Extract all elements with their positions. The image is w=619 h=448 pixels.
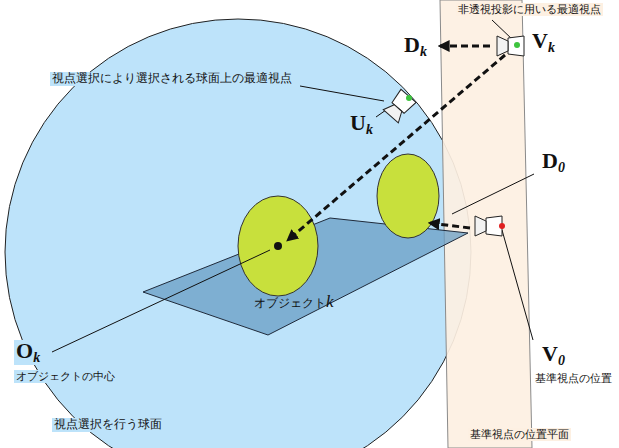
note-label: 基準視点の位置平面: [468, 428, 571, 441]
viewpoint-dot: [406, 95, 412, 101]
note-label: オブジェクトの中心: [14, 370, 117, 383]
symbol-label: Uk: [348, 112, 375, 137]
center-dot: [274, 242, 282, 250]
viewpoint-dot: [499, 223, 505, 229]
viewpoint-dot: [514, 42, 520, 48]
object-label: オブジェクトk: [252, 292, 336, 312]
reference-plane: [440, 0, 532, 448]
note-label: 視点選択を行う球面: [52, 418, 164, 432]
note-label: 基準視点の位置: [533, 372, 614, 385]
symbol-label: V0: [540, 343, 567, 368]
leader-line: [300, 86, 384, 101]
leader-line: [502, 230, 533, 340]
symbol-label: Ok: [14, 340, 42, 365]
selection-sphere: [5, 19, 471, 448]
symbol-label: Dk: [402, 34, 429, 59]
symbol-label: Vk: [530, 30, 557, 55]
camera-icon: [497, 36, 524, 56]
view-arrow: [288, 55, 505, 240]
object-ellipse: [238, 196, 318, 296]
object-ellipse: [377, 154, 439, 238]
note-label: 非透視投影に用いる最適視点: [456, 3, 603, 16]
note-label: 視点選択により選択される球面上の最適視点: [50, 72, 294, 86]
leader-line: [452, 174, 534, 214]
camera-icon: [383, 89, 416, 122]
camera-icon: [475, 216, 502, 236]
leader-line: [52, 250, 270, 352]
direction-arrow: [440, 45, 490, 48]
symbol-label: D0: [540, 150, 567, 175]
direction-arrow: [430, 223, 470, 228]
leader-line: [492, 20, 513, 40]
